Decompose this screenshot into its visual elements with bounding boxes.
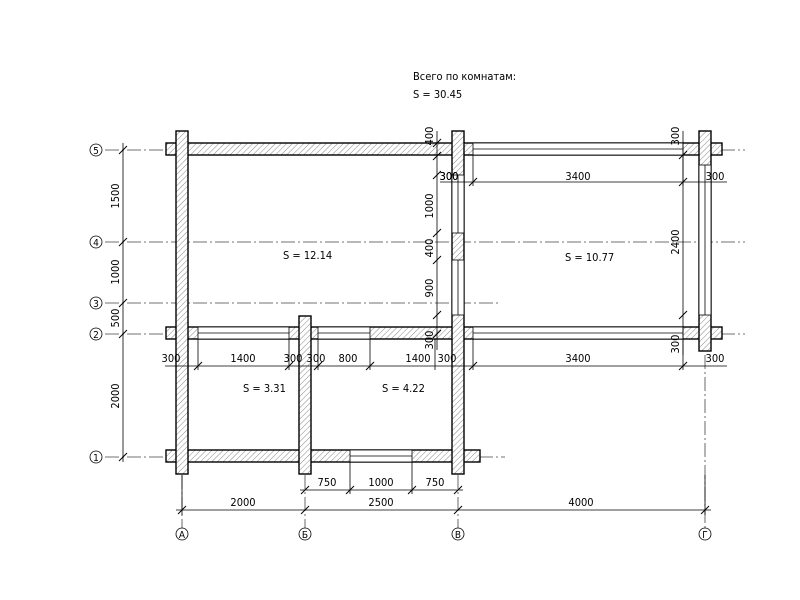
room-area-3: S = 3.31 bbox=[243, 382, 286, 395]
dim-right-300-top: 300 bbox=[669, 127, 682, 146]
line-mark bbox=[678, 310, 688, 320]
line-mark bbox=[468, 361, 478, 371]
line-mark bbox=[468, 177, 478, 187]
dim-chain-middle: 400 300 1000 400 900 300 bbox=[423, 127, 458, 350]
dim-row2-800: 800 bbox=[339, 352, 358, 365]
dim-chain-right: 300 2400 300 bbox=[669, 127, 688, 355]
dim-right-2400: 2400 bbox=[669, 229, 682, 254]
line-mark bbox=[300, 505, 310, 515]
circle-mark bbox=[698, 527, 712, 541]
dim-row2-300-b: 300 bbox=[284, 352, 303, 365]
line-mark bbox=[432, 151, 442, 161]
wall-b bbox=[298, 315, 312, 475]
summary-total: S = 30.45 bbox=[413, 88, 462, 101]
line-mark bbox=[453, 485, 463, 495]
axis-markers-bottom: А Б В Г bbox=[175, 527, 712, 541]
dim-chain-row2: 300 1400 300 300 800 1400 300 3400 300 bbox=[162, 339, 727, 371]
axis-label-g: Г bbox=[702, 530, 708, 541]
circle-mark bbox=[298, 527, 312, 541]
line-mark bbox=[365, 361, 375, 371]
line-mark bbox=[407, 485, 417, 495]
axis-label-4: 4 bbox=[93, 238, 99, 249]
dim-mid-400-top: 400 bbox=[423, 127, 436, 146]
axis-label-v: В bbox=[455, 530, 461, 541]
axis-label-5: 5 bbox=[93, 146, 99, 157]
dim-row2-1400-b: 1400 bbox=[405, 352, 430, 365]
dim-chain-bottom: 2000 2500 4000 bbox=[176, 475, 711, 515]
axis-markers-left: 5 4 3 2 1 bbox=[89, 143, 103, 464]
room-area-1: S = 12.14 bbox=[283, 249, 332, 262]
line-mark bbox=[432, 138, 442, 148]
dim-top-300-right: 300 bbox=[706, 170, 725, 183]
circle-mark bbox=[175, 527, 189, 541]
summary-title: Всего по комнатам: bbox=[413, 70, 516, 83]
room-area-4: S = 4.22 bbox=[382, 382, 425, 395]
dim-row2-1400-a: 1400 bbox=[230, 352, 255, 365]
dim-mid-1000: 1000 bbox=[423, 193, 436, 218]
circle-mark bbox=[89, 450, 103, 464]
line-mark bbox=[432, 170, 442, 180]
dim-row2-300-d: 300 bbox=[438, 352, 457, 365]
dim-mid-300-top: 300 bbox=[440, 170, 459, 183]
dim-right-300-bottom: 300 bbox=[669, 335, 682, 354]
axis-label-a: А bbox=[179, 530, 186, 541]
line-mark bbox=[284, 361, 294, 371]
dim-left-1000: 1000 bbox=[109, 259, 122, 284]
dim-mid-900: 900 bbox=[423, 279, 436, 298]
line-mark bbox=[453, 505, 463, 515]
dim-2000: 2000 bbox=[230, 496, 255, 509]
line-mark bbox=[432, 228, 442, 238]
circle-mark bbox=[451, 527, 465, 541]
line-mark bbox=[193, 361, 203, 371]
line-mark bbox=[118, 145, 128, 155]
dim-2500: 2500 bbox=[368, 496, 393, 509]
dim-chain-top-right: 300 3400 300 bbox=[440, 155, 727, 187]
dim-750-right: 750 bbox=[426, 476, 445, 489]
circle-mark bbox=[89, 296, 103, 310]
line-mark bbox=[678, 150, 688, 160]
line-mark bbox=[313, 361, 323, 371]
wall-bottom bbox=[165, 449, 481, 463]
line-mark bbox=[118, 237, 128, 247]
room-area-2: S = 10.77 bbox=[565, 251, 614, 264]
dim-row2-3400: 3400 bbox=[565, 352, 590, 365]
dim-chain-left: 1500 1000 500 2000 bbox=[109, 143, 128, 462]
line-mark bbox=[432, 255, 442, 265]
dim-750-left: 750 bbox=[318, 476, 337, 489]
dim-left-1500: 1500 bbox=[109, 183, 122, 208]
wall-a bbox=[175, 130, 189, 475]
circle-mark bbox=[89, 327, 103, 341]
dim-chain-openings: 750 1000 750 bbox=[300, 462, 463, 495]
axis-label-1: 1 bbox=[93, 453, 99, 464]
dim-1000-bottom: 1000 bbox=[368, 476, 393, 489]
dim-top-3400: 3400 bbox=[565, 170, 590, 183]
dim-row2-300-e: 300 bbox=[706, 352, 725, 365]
line-mark bbox=[432, 310, 442, 320]
line-mark bbox=[118, 329, 128, 339]
dim-row2-300-c: 300 bbox=[307, 352, 326, 365]
dim-top-300-left: 300 bbox=[440, 170, 459, 183]
dim-row2-300-a: 300 bbox=[162, 352, 181, 365]
line-mark bbox=[678, 361, 688, 371]
axis-label-3: 3 bbox=[93, 299, 99, 310]
line-mark bbox=[432, 329, 442, 339]
dim-mid-300-bottom: 300 bbox=[423, 331, 436, 350]
circle-mark bbox=[89, 235, 103, 249]
dim-left-500: 500 bbox=[109, 309, 122, 328]
line-mark bbox=[118, 452, 128, 462]
line-mark bbox=[300, 485, 310, 495]
dim-4000: 4000 bbox=[568, 496, 593, 509]
axis-label-2: 2 bbox=[93, 330, 99, 341]
dim-mid-400: 400 bbox=[423, 239, 436, 258]
dim-left-2000: 2000 bbox=[109, 383, 122, 408]
line-mark bbox=[345, 485, 355, 495]
line-mark bbox=[118, 298, 128, 308]
circle-mark bbox=[89, 143, 103, 157]
axis-label-b: Б bbox=[302, 530, 308, 541]
